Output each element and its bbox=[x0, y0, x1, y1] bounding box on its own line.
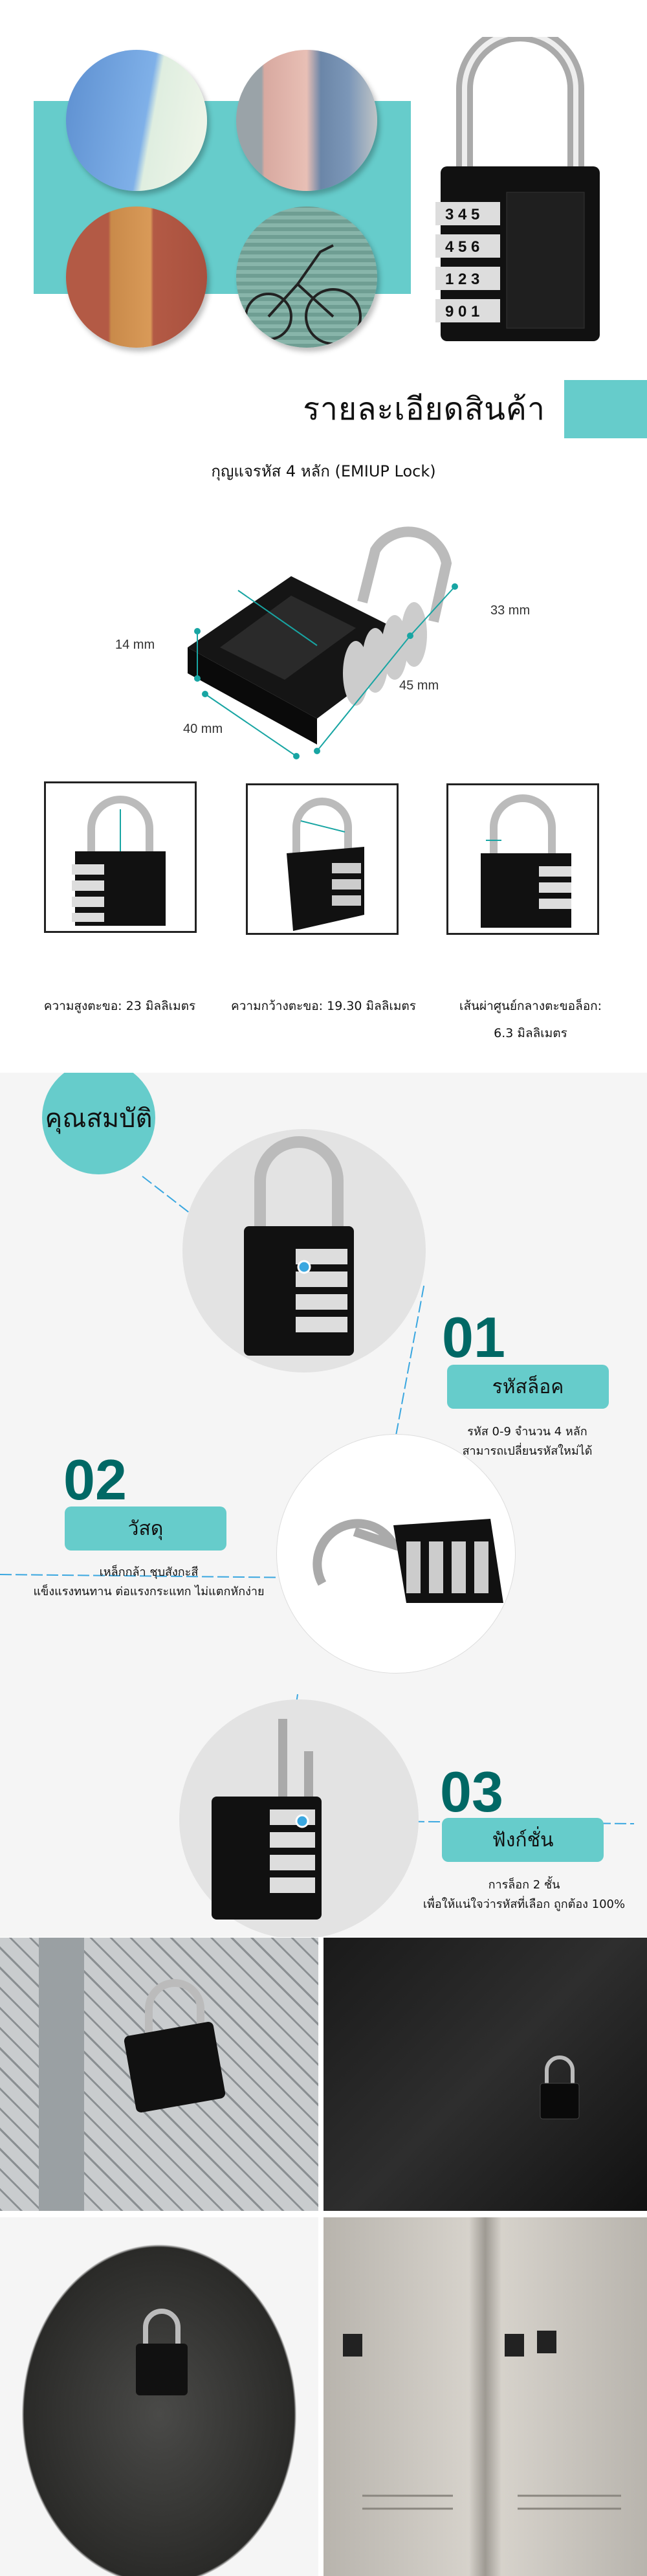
padlock-icon bbox=[244, 1136, 354, 1356]
padlock-icon bbox=[540, 2055, 580, 2120]
spec-shackle-height-image bbox=[44, 781, 197, 933]
spec-caption-diameter-line1: เส้นผ่าศูนย์กลางตะขอล็อก: bbox=[459, 999, 602, 1013]
padlock-image: 3 4 5 4 5 6 1 2 3 9 0 1 bbox=[435, 37, 600, 341]
padlock-icon bbox=[481, 794, 571, 928]
dial-row-3: 1 2 3 bbox=[445, 271, 479, 288]
padlock-icon bbox=[212, 1719, 322, 1920]
dial-row-1: 3 4 5 bbox=[445, 206, 479, 223]
feature-3-line-2: เพื่อให้แน่ใจว่ารหัสที่เลือก ถูกต้อง 100… bbox=[422, 1898, 626, 1911]
dimension-height: 14 mm bbox=[115, 638, 155, 652]
dimension-lock-image bbox=[188, 526, 452, 745]
feature-1-image-circle bbox=[182, 1129, 426, 1372]
section-title: รายละเอียดสินค้า bbox=[303, 391, 545, 427]
gallery-photo-lockers bbox=[324, 2217, 647, 2576]
features-section: คุณสมบัติ 01 รหัสล็อค รหัส 0-9 จำนวน 4 ห… bbox=[0, 1073, 647, 1937]
feature-3-line-1: การล็อก 2 ชั้น bbox=[488, 1878, 560, 1892]
open-shackle-icon bbox=[313, 1519, 503, 1603]
features-heading: คุณสมบัติ bbox=[45, 1103, 153, 1134]
feature-2-description: เหล็กกล้า ชุบสังกะสี แข็งแรงทนทาน ต่อแรง… bbox=[13, 1563, 285, 1602]
spec-caption-width: ความกว้างตะขอ: 19.30 มิลลิเมตร bbox=[231, 999, 416, 1013]
feature-2-number: 02 bbox=[63, 1448, 127, 1512]
feature-2-title: วัสดุ bbox=[65, 1506, 226, 1551]
padlock-icon bbox=[287, 798, 364, 931]
feature-1-title: รหัสล็อค bbox=[447, 1365, 609, 1409]
feature-2-line-2: แข็งแรงทนทาน ต่อแรงกระแทก ไม่แตกหักง่าย bbox=[33, 1585, 265, 1598]
feature-3-description: การล็อก 2 ชั้น เพื่อให้แน่ใจว่ารหัสที่เล… bbox=[401, 1876, 647, 1914]
dial-row-2: 4 5 6 bbox=[445, 238, 479, 256]
lockers-photo bbox=[66, 50, 207, 191]
spec-shackle-diameter-image bbox=[446, 783, 599, 935]
dial-row-4: 9 0 1 bbox=[445, 303, 479, 320]
feature-1-number: 01 bbox=[442, 1305, 505, 1369]
bicycle-photo bbox=[236, 207, 377, 348]
spec-caption-diameter-line2: 6.3 มิลลิเมตร bbox=[494, 1026, 567, 1040]
feature-1-description: รหัส 0-9 จำนวน 4 หลัก สามารถเปลี่ยนรหัสใ… bbox=[414, 1422, 641, 1461]
padlock-icon bbox=[72, 796, 166, 926]
features-heading-circle: คุณสมบัติ bbox=[42, 1073, 155, 1174]
spec-shackle-width-image bbox=[246, 783, 399, 935]
feature-3-title: ฟังก์ชั่น bbox=[442, 1818, 604, 1862]
feature-1-line-2: สามารถเปลี่ยนรหัสใหม่ได้ bbox=[462, 1444, 593, 1458]
bicycle-icon bbox=[245, 244, 362, 345]
feature-3-image-circle bbox=[179, 1699, 419, 1937]
dimension-length: 45 mm bbox=[399, 678, 439, 693]
product-name: กุญแจรหัส 4 หลัก (EMIUP Lock) bbox=[211, 462, 436, 480]
spec-caption-diameter: เส้นผ่าศูนย์กลางตะขอล็อก: 6.3 มิลลิเมตร bbox=[440, 992, 621, 1047]
dimension-width: 40 mm bbox=[183, 722, 223, 736]
padlock-icon bbox=[343, 2331, 621, 2510]
feature-2-image-circle bbox=[276, 1434, 516, 1674]
padlock-icon bbox=[39, 1938, 226, 2211]
gallery-photo-backpack bbox=[0, 2217, 318, 2576]
gallery-photo-luggage bbox=[324, 1938, 647, 2211]
padlock-icon bbox=[136, 2309, 188, 2395]
suitcase-photo bbox=[236, 50, 377, 191]
door-photo bbox=[66, 207, 207, 348]
spec-caption-height: ความสูงตะขอ: 23 มิลลิเมตร bbox=[43, 999, 196, 1013]
dimension-depth: 33 mm bbox=[490, 603, 531, 618]
gallery-photo-fence bbox=[0, 1938, 318, 2211]
feature-3-number: 03 bbox=[440, 1760, 503, 1824]
feature-2-line-1: เหล็กกล้า ชุบสังกะสี bbox=[99, 1565, 199, 1579]
dimension-lines bbox=[194, 583, 458, 759]
feature-1-line-1: รหัส 0-9 จำนวน 4 หลัก bbox=[467, 1425, 587, 1439]
title-accent-block bbox=[564, 380, 647, 438]
